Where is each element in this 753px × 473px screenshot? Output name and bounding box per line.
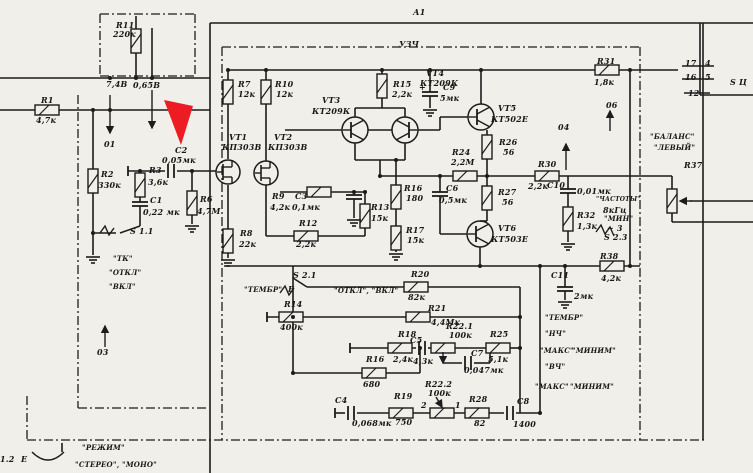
resistor-slash-R10 (260, 84, 272, 100)
junction-dot (438, 174, 442, 178)
resistor-slash-R3 (134, 177, 146, 193)
resistor-R16b (361, 367, 387, 379)
junction-dot (563, 264, 567, 268)
resistor-slash-R16b (365, 367, 377, 379)
resistor-R9 (306, 186, 332, 198)
switch-s1-1 (99, 224, 115, 237)
resistor-slash-R16a (390, 189, 402, 205)
junction-dot (378, 174, 382, 178)
bjt-emitter-VT6 (475, 236, 490, 245)
bjt-emitter-VT5 (476, 119, 491, 128)
wiper-R22.2 (434, 396, 443, 409)
junction-dot (291, 371, 295, 375)
wire (292, 277, 308, 288)
resistor-R1 (34, 104, 60, 116)
junction-dot (190, 169, 194, 173)
resistor-slash-R32 (562, 211, 574, 227)
resistor-R24 (452, 170, 478, 182)
junction-dot (352, 190, 356, 194)
resistor-slash-R28 (468, 407, 480, 419)
resistor-R30 (534, 170, 560, 182)
transistor-VT2 (253, 160, 279, 186)
resistor-slash-R22.2 (433, 407, 445, 419)
resistor-slash-R14 (282, 311, 294, 323)
resistor-slash-R18 (391, 342, 403, 354)
resistor-R28 (464, 407, 490, 419)
resistor-R38 (599, 260, 625, 272)
junction-dot (479, 68, 483, 72)
junction-dot (138, 169, 142, 173)
switch-s2-3 (595, 223, 615, 237)
junction-dot (518, 346, 522, 350)
resistor-slash-R17 (390, 230, 402, 246)
junction-dot (380, 68, 384, 72)
resistor-slash-R7 (222, 84, 234, 100)
resistor-slash-R20 (407, 281, 419, 293)
resistor-slash-R8 (222, 233, 234, 249)
resistor-slash-R30 (538, 170, 550, 182)
resistor-slash-R25 (489, 342, 501, 354)
resistor-slash-R26 (481, 139, 493, 155)
transistor-VT1 (215, 159, 241, 185)
junction-dot (538, 264, 542, 268)
resistor-R19 (388, 407, 414, 419)
bjt-collector-VT5 (476, 106, 491, 115)
junction-dot (428, 68, 432, 72)
resistor-slash-R12 (297, 230, 309, 242)
resistor-slash-R2 (87, 173, 99, 189)
resistor-slash-R15 (376, 78, 388, 94)
junction-dot (363, 190, 367, 194)
switch-s2-1 (279, 284, 295, 297)
resistor-slash-R11 (130, 33, 142, 49)
junction-dot (485, 174, 489, 178)
resistor-slash-R13 (359, 208, 371, 224)
transistor-VT4 (391, 116, 419, 144)
junction-dot (150, 76, 154, 80)
bjt-emitter-VT4 (395, 132, 410, 141)
resistor-slash-R21 (409, 311, 421, 323)
resistor-slash-R22.1 (434, 342, 446, 354)
junction-dot (134, 76, 138, 80)
resistor-R18 (387, 342, 413, 354)
junction-dot (91, 231, 95, 235)
junction-dot (518, 315, 522, 319)
resistor-R20 (403, 281, 429, 293)
junction-dot (478, 264, 482, 268)
resistor-slash-R37 (666, 193, 678, 209)
wire (119, 225, 141, 234)
bjt-collector-VT6 (475, 223, 490, 232)
junction-dot (226, 68, 230, 72)
red-arrow-marker (164, 100, 193, 145)
resistor-R12 (293, 230, 319, 242)
junction-dot (291, 315, 295, 319)
resistor-R21 (405, 311, 431, 323)
bjt-collector-VT4 (395, 119, 410, 128)
junction-dot (628, 68, 632, 72)
resistor-R31 (594, 64, 620, 76)
junction-dot (108, 76, 112, 80)
resistor-slash-R1 (38, 104, 50, 116)
resistor-slash-R9 (310, 186, 322, 198)
bjt-collector-VT3 (350, 119, 365, 128)
resistor-slash-R19 (392, 407, 404, 419)
resistor-slash-R27 (481, 190, 493, 206)
resistor-slash-R24 (456, 170, 468, 182)
junction-dot (538, 411, 542, 415)
junction-dot (264, 68, 268, 72)
bjt-emitter-VT3 (350, 132, 365, 141)
transistor-VT6 (466, 220, 494, 248)
transistor-VT5 (467, 103, 495, 131)
transistor-VT3 (341, 116, 369, 144)
resistor-slash-R6 (186, 195, 198, 211)
junction-dot (418, 346, 422, 350)
resistor-R25 (485, 342, 511, 354)
junction-dot (628, 264, 632, 268)
junction-dot (394, 158, 398, 162)
resistor-slash-R38 (603, 260, 615, 272)
junction-dot (91, 108, 95, 112)
switch-1-2 (31, 451, 65, 461)
resistor-slash-R31 (598, 64, 610, 76)
